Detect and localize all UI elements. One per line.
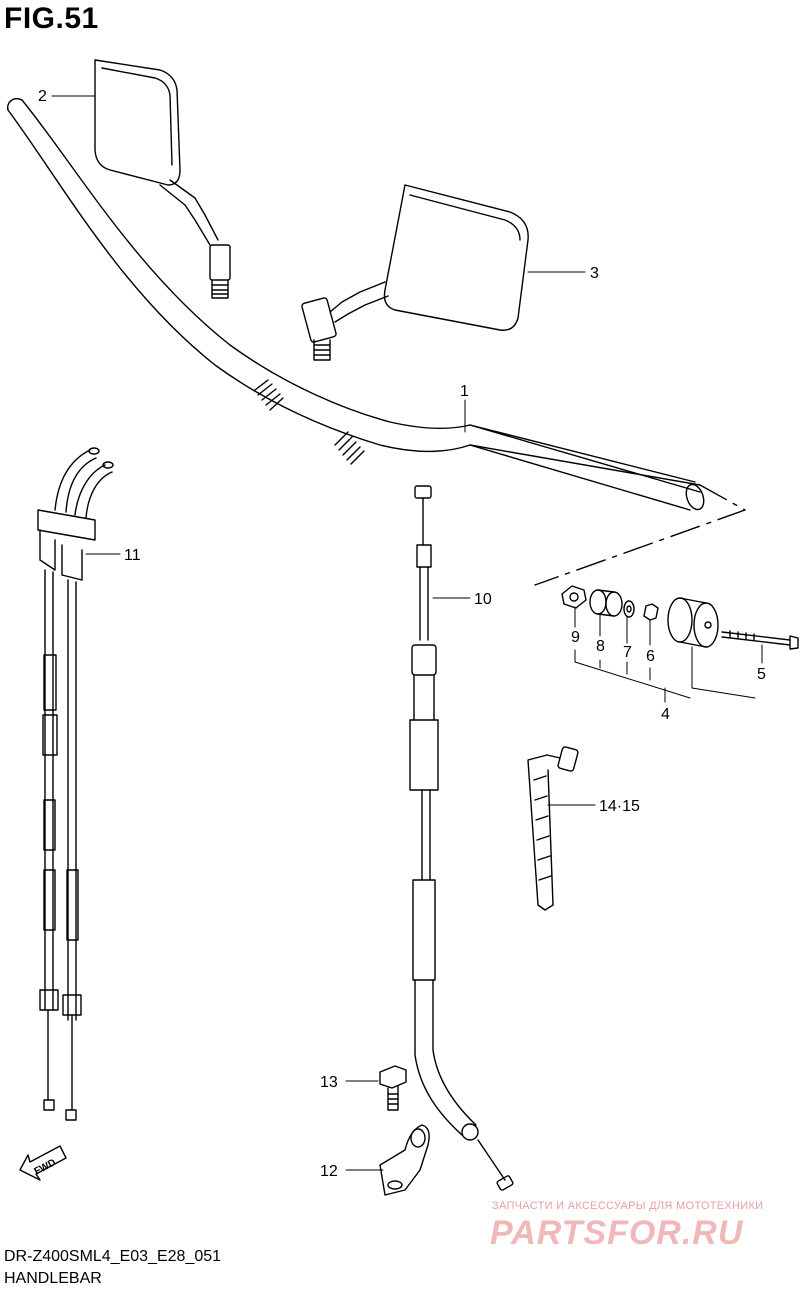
callout-8: 8 xyxy=(596,638,605,655)
mirror-left xyxy=(94,59,231,299)
balancer-dash-guide xyxy=(534,484,746,586)
bar-end-bolt xyxy=(721,630,799,650)
bar-end-weight xyxy=(667,597,719,648)
handlebar xyxy=(7,98,705,511)
callout-5: 5 xyxy=(757,666,766,683)
callout-6: 6 xyxy=(646,648,655,665)
callout-4: 4 xyxy=(661,706,670,723)
callout-7: 7 xyxy=(623,644,632,661)
bar-end-washer xyxy=(623,600,635,618)
callout-12: 12 xyxy=(320,1163,338,1180)
bar-end-spacer xyxy=(643,603,659,621)
watermark-brand: PARTSFOR.RU xyxy=(490,1214,744,1252)
clamp-12 xyxy=(379,1124,430,1196)
fwd-arrow-icon xyxy=(19,1145,67,1181)
section-name: HANDLEBAR xyxy=(4,1270,102,1287)
knurl-band-left xyxy=(254,379,284,411)
throttle-cable-assembly xyxy=(37,447,114,1121)
callout-labels: 2 3 1 10 11 9 8 7 6 5 4 14·15 13 12 xyxy=(38,88,766,1180)
callout-3: 3 xyxy=(590,265,599,282)
bar-end-nut xyxy=(561,585,587,609)
callout-1: 1 xyxy=(460,383,469,400)
callout-13: 13 xyxy=(320,1074,338,1091)
figure-title: FIG.51 xyxy=(4,2,99,35)
watermark-tagline: ЗАПЧАСТИ И АКСЕССУАРЫ ДЛЯ МОТОТЕХНИКИ xyxy=(492,1200,764,1212)
clutch-cable xyxy=(409,485,514,1191)
callout-10: 10 xyxy=(474,591,492,608)
leader-lines xyxy=(51,95,763,1171)
model-code: DR-Z400SML4_E03_E28_051 xyxy=(4,1248,222,1265)
bolt-13 xyxy=(379,1065,407,1111)
bar-end-rubber xyxy=(589,589,623,617)
callout-11: 11 xyxy=(124,547,141,564)
mirror-right xyxy=(301,184,529,361)
cable-tie xyxy=(527,746,579,911)
callout-14-15: 14·15 xyxy=(599,798,640,815)
callout-9: 9 xyxy=(571,629,580,646)
knurl-band-right xyxy=(334,431,365,465)
callout-2: 2 xyxy=(38,88,47,105)
